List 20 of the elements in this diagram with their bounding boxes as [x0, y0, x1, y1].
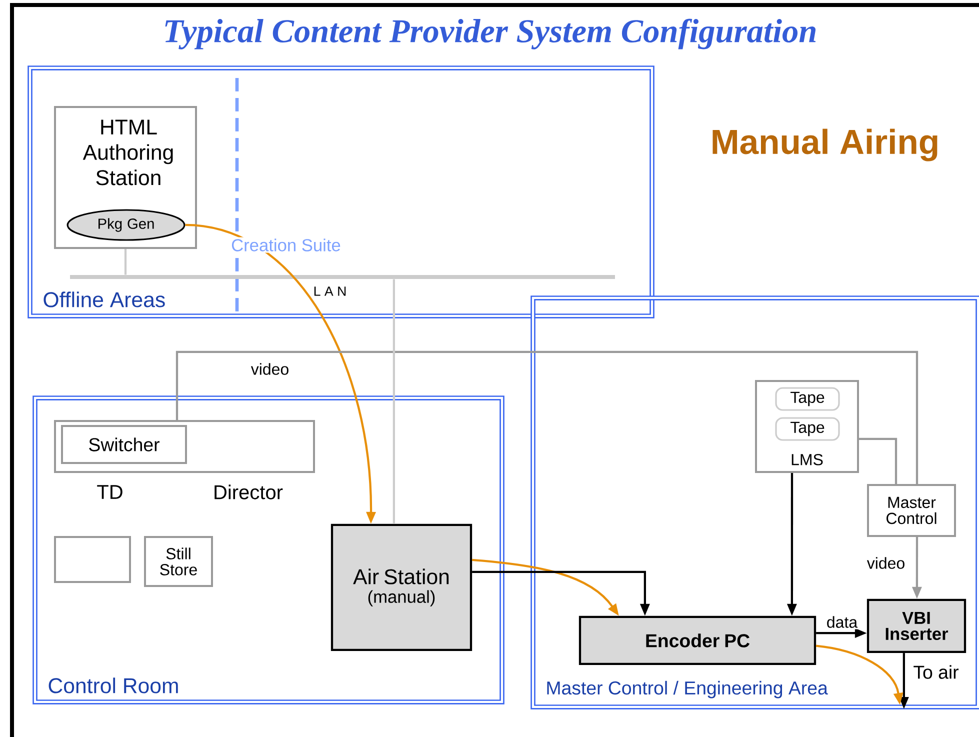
role-label: Director — [214, 484, 283, 500]
equipment-box: Master Control — [867, 484, 956, 537]
tape-slot: Tape — [775, 387, 840, 411]
oval-tag: Pkg Gen — [66, 209, 186, 241]
tape-slot: Tape — [775, 417, 840, 441]
equipment-box: Switcher — [61, 425, 187, 464]
role-label: TD — [97, 485, 122, 499]
equipment-box: Still Store — [144, 536, 213, 587]
region-label: Creation Suite — [230, 237, 342, 253]
edge-label: data — [825, 614, 859, 630]
console-panel — [54, 420, 315, 473]
edge-label: video — [866, 556, 906, 570]
equipment-box: Encoder PC — [578, 616, 816, 666]
edge-label: video — [250, 362, 290, 376]
heading: Manual Airing — [712, 128, 938, 162]
edge-label: To air — [912, 664, 960, 680]
title: Typical Content Provider System Configuration — [165, 18, 816, 50]
equipment-box: VBI Inserter — [866, 598, 966, 654]
equipment-box — [54, 536, 131, 583]
station-box: Air Station (manual) — [330, 524, 472, 652]
